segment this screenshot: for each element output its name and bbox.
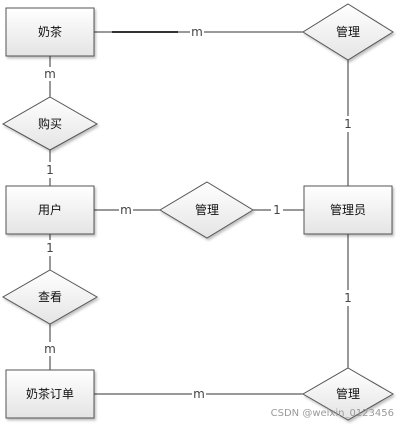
relationship-buy-diamond (1, 96, 99, 151)
csdn-watermark: CSDN @weixin_0123456 (270, 408, 394, 419)
cardinality-admin-to-manage-bottom: 1 (344, 291, 352, 305)
relationship-manage-bottom[interactable]: 管理 (302, 367, 394, 421)
entity-milk-tea-order-box (5, 369, 95, 419)
cardinality-manage-top-to-admin: 1 (344, 117, 352, 131)
entity-user[interactable]: 用户 (5, 185, 95, 235)
cardinality-user-to-manage: m (120, 203, 132, 217)
cardinality-manage-middle-to-admin: 1 (273, 203, 281, 217)
entity-milk-tea-order[interactable]: 奶茶订单 (5, 369, 95, 419)
cardinality-user-to-view: 1 (46, 241, 54, 255)
cardinality-milk-tea-to-buy: m (44, 67, 56, 81)
relationship-manage-middle-label: 管理 (195, 202, 219, 217)
entity-milk-tea-box (5, 7, 95, 57)
relationship-view-diamond (1, 269, 99, 325)
entity-admin-box (303, 185, 393, 235)
relationship-manage-top-label: 管理 (336, 24, 360, 39)
cardinality-buy-to-user: 1 (46, 163, 54, 177)
entity-admin-label: 管理员 (330, 202, 366, 217)
entity-user-label: 用户 (38, 202, 62, 217)
relationship-view[interactable]: 查看 (1, 269, 99, 325)
relationship-manage-middle-diamond (159, 181, 254, 239)
relationship-manage-bottom-diamond (302, 367, 394, 421)
relationship-manage-middle[interactable]: 管理 (159, 181, 254, 239)
cardinality-order-to-manage: m (193, 387, 205, 401)
entity-milk-tea-order-label: 奶茶订单 (26, 386, 74, 401)
relationship-buy-label: 购买 (38, 116, 62, 131)
cardinality-view-to-order: m (44, 342, 56, 356)
relationship-manage-bottom-label: 管理 (336, 386, 360, 401)
entity-milk-tea[interactable]: 奶茶 (5, 7, 95, 57)
entity-milk-tea-label: 奶茶 (38, 24, 62, 39)
relationship-manage-top-diamond (302, 3, 394, 61)
cardinality-labels: m 1 m 1 m 1 1 m m 1 (43, 25, 354, 401)
relationship-manage-top[interactable]: 管理 (302, 3, 394, 61)
relationship-view-label: 查看 (38, 290, 62, 304)
entity-admin[interactable]: 管理员 (303, 185, 393, 235)
entity-user-box (5, 185, 95, 235)
cardinality-milk-tea-to-manage: m (191, 25, 203, 39)
relationship-buy[interactable]: 购买 (1, 96, 99, 151)
